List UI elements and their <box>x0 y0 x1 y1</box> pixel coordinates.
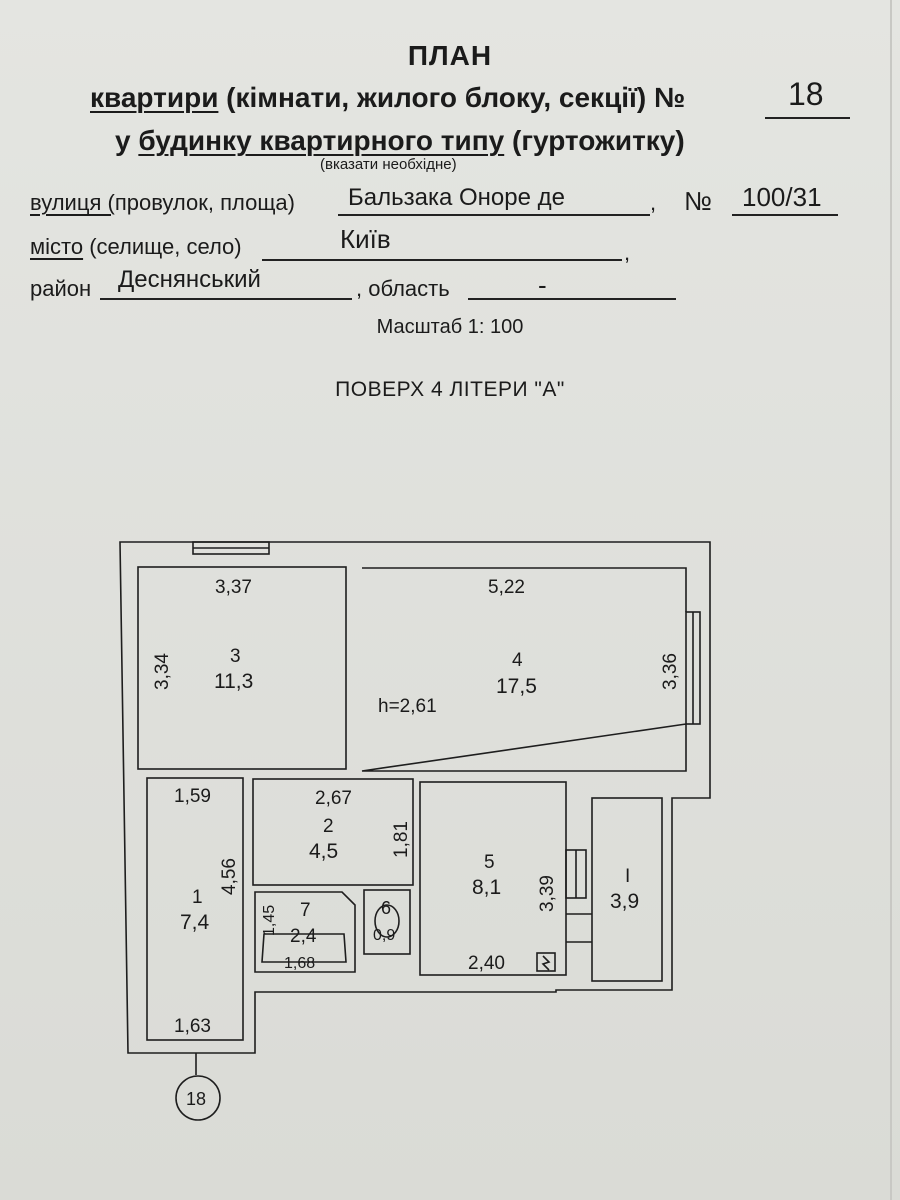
room-I-number: I <box>625 866 630 887</box>
city-label-rest: (селище, село) <box>83 234 242 259</box>
room-3 <box>137 566 347 770</box>
room-5-area: 8,1 <box>472 876 501 899</box>
number-label: № <box>684 186 712 216</box>
street-value: Бальзака Оноре де <box>348 184 565 211</box>
building-type: будинку квартирного типу <box>138 125 505 156</box>
street-line <box>338 214 650 216</box>
room-4 <box>361 567 687 772</box>
street-label: вулиця (провулок, площа) <box>30 190 295 216</box>
room-5-number: 5 <box>484 852 495 873</box>
city-comma: , <box>624 240 631 265</box>
city-label: місто (селище, село) <box>30 234 242 260</box>
apartment-line: квартири (кімнати, жилого блоку, секції)… <box>90 82 685 114</box>
city-label-main: місто <box>30 234 84 259</box>
city-value: Київ <box>340 224 391 254</box>
room-4-number: 4 <box>512 650 523 671</box>
page-title: ПЛАН <box>407 40 493 71</box>
room-7-width: 1,68 <box>284 955 315 972</box>
bathtub <box>261 933 347 963</box>
outer-wall <box>119 541 711 1054</box>
number-line <box>732 214 838 216</box>
district-line <box>100 298 352 300</box>
number-value: 100/31 <box>742 182 822 212</box>
floor-label: ПОВЕРХ 4 ЛІТЕРИ "А" <box>335 378 565 401</box>
room-6-area: 0,9 <box>373 927 395 944</box>
apartment-number-line <box>765 117 850 119</box>
room-I <box>591 797 663 982</box>
city-line <box>262 259 622 261</box>
street-label-main: вулиця ( <box>30 190 115 215</box>
building-alt: (гуртожитку) <box>504 125 685 156</box>
room-6 <box>363 889 411 955</box>
street-label-rest: провулок, площа) <box>114 190 295 215</box>
room-1-width: 1,59 <box>174 786 211 807</box>
room-5-width: 2,40 <box>468 953 505 974</box>
room-2 <box>252 778 414 886</box>
room-1-length: 4,56 <box>219 858 240 895</box>
region-value: - <box>538 270 547 300</box>
panel-icon <box>536 952 556 972</box>
entrance-number: 18 <box>186 1089 206 1109</box>
room-7-area: 2,4 <box>290 926 317 947</box>
room-1 <box>146 777 244 1041</box>
district-label: район <box>30 276 92 301</box>
room-7 <box>254 891 356 973</box>
room-1-bottom: 1,63 <box>174 1016 211 1037</box>
room-5-length: 3,39 <box>537 875 558 912</box>
room-3-number: 3 <box>230 646 241 667</box>
room-3-width: 3,37 <box>215 577 252 598</box>
room-7-length: 1,45 <box>261 905 278 936</box>
building-line: у будинку квартирного типу (гуртожитку) <box>115 125 685 157</box>
sheet-edge <box>890 0 892 1200</box>
room-I-area: 3,9 <box>610 890 639 913</box>
building-prefix: у <box>115 125 131 156</box>
room-7-number: 7 <box>300 900 311 921</box>
room-1-number: 1 <box>192 887 203 908</box>
room-3-length: 3,34 <box>152 653 173 690</box>
room-2-length: 1,81 <box>391 821 412 858</box>
region-line <box>468 298 676 300</box>
scale-label: Масштаб 1: 100 <box>376 316 524 338</box>
room-4-length: 3,36 <box>660 653 681 690</box>
room-6-number: 6 <box>381 898 391 918</box>
room-4-area: 17,5 <box>496 675 537 698</box>
room-2-area: 4,5 <box>309 840 338 863</box>
street-comma: , <box>650 190 657 215</box>
hint-text: (вказати необхідне) <box>320 156 457 173</box>
apartment-types: (кімнати, жилого блоку, секції) № <box>218 82 686 113</box>
district-value: Деснянський <box>118 266 261 293</box>
room-2-number: 2 <box>323 816 334 837</box>
region-label: , область <box>356 276 450 301</box>
room-2-width: 2,67 <box>315 788 352 809</box>
room-4-width: 5,22 <box>488 577 525 598</box>
room-1-area: 7,4 <box>180 911 210 934</box>
apartment-word: квартири <box>90 82 219 113</box>
room-3-area: 11,3 <box>214 670 253 693</box>
entrance-marker <box>175 1075 221 1121</box>
apartment-number: 18 <box>788 76 824 112</box>
height-label: h=2,61 <box>378 696 437 717</box>
